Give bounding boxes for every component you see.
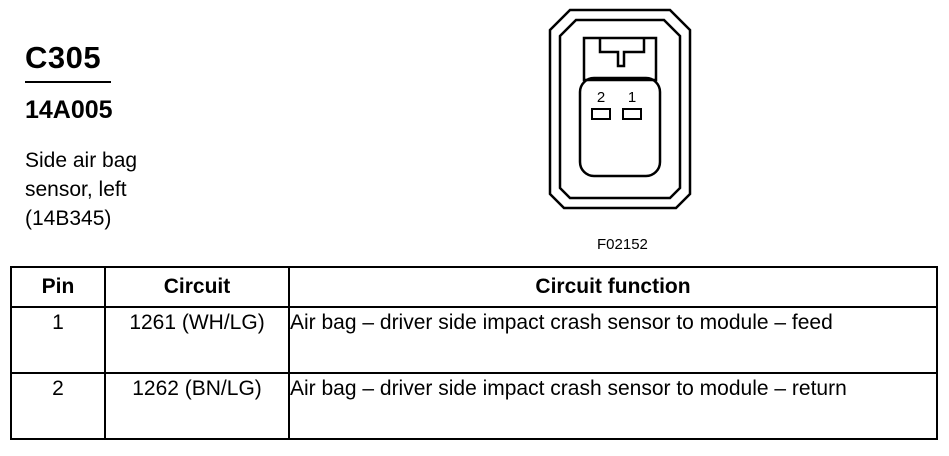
table-row: 2 1262 (BN/LG) Air bag – driver side imp…: [10, 372, 938, 440]
connector-id: C305: [25, 40, 102, 75]
pin-label-1: 1: [628, 89, 636, 106]
description-line-3: (14B345): [25, 207, 112, 230]
connector-id-underline: [25, 81, 111, 83]
column-header-function: Circuit function: [288, 266, 938, 308]
connector-housing-inner: [558, 18, 682, 200]
circuit-cell: 1261 (WH/LG): [104, 306, 290, 374]
terminal-face: [578, 76, 662, 178]
component-description: Side air bag sensor, left (14B345): [25, 146, 225, 233]
connector-face-drawing: 2 1: [548, 8, 692, 210]
description-line-2: sensor, left: [25, 178, 127, 201]
table-row: 1 1261 (WH/LG) Air bag – driver side imp…: [10, 306, 938, 374]
part-number: 14A005: [25, 96, 113, 124]
pin-label-2: 2: [597, 89, 605, 106]
table-header-row: Pin Circuit Circuit function: [10, 266, 938, 308]
pin-cavity-1: [622, 108, 642, 120]
connector-housing-outer: [548, 8, 692, 210]
column-header-pin: Pin: [10, 266, 106, 308]
function-cell: Air bag – driver side impact crash senso…: [288, 306, 938, 374]
column-header-circuit: Circuit: [104, 266, 290, 308]
connector-latch: [582, 36, 658, 82]
function-cell: Air bag – driver side impact crash senso…: [288, 372, 938, 440]
pin-cell: 2: [10, 372, 106, 440]
description-line-1: Side air bag: [25, 149, 138, 172]
pin-cell: 1: [10, 306, 106, 374]
pin-table: Pin Circuit Circuit function 1 1261 (WH/…: [10, 266, 938, 440]
connector-latch-notch: [598, 38, 646, 68]
circuit-cell: 1262 (BN/LG): [104, 372, 290, 440]
figure-code: F02152: [597, 236, 648, 253]
pin-cavity-2: [591, 108, 611, 120]
